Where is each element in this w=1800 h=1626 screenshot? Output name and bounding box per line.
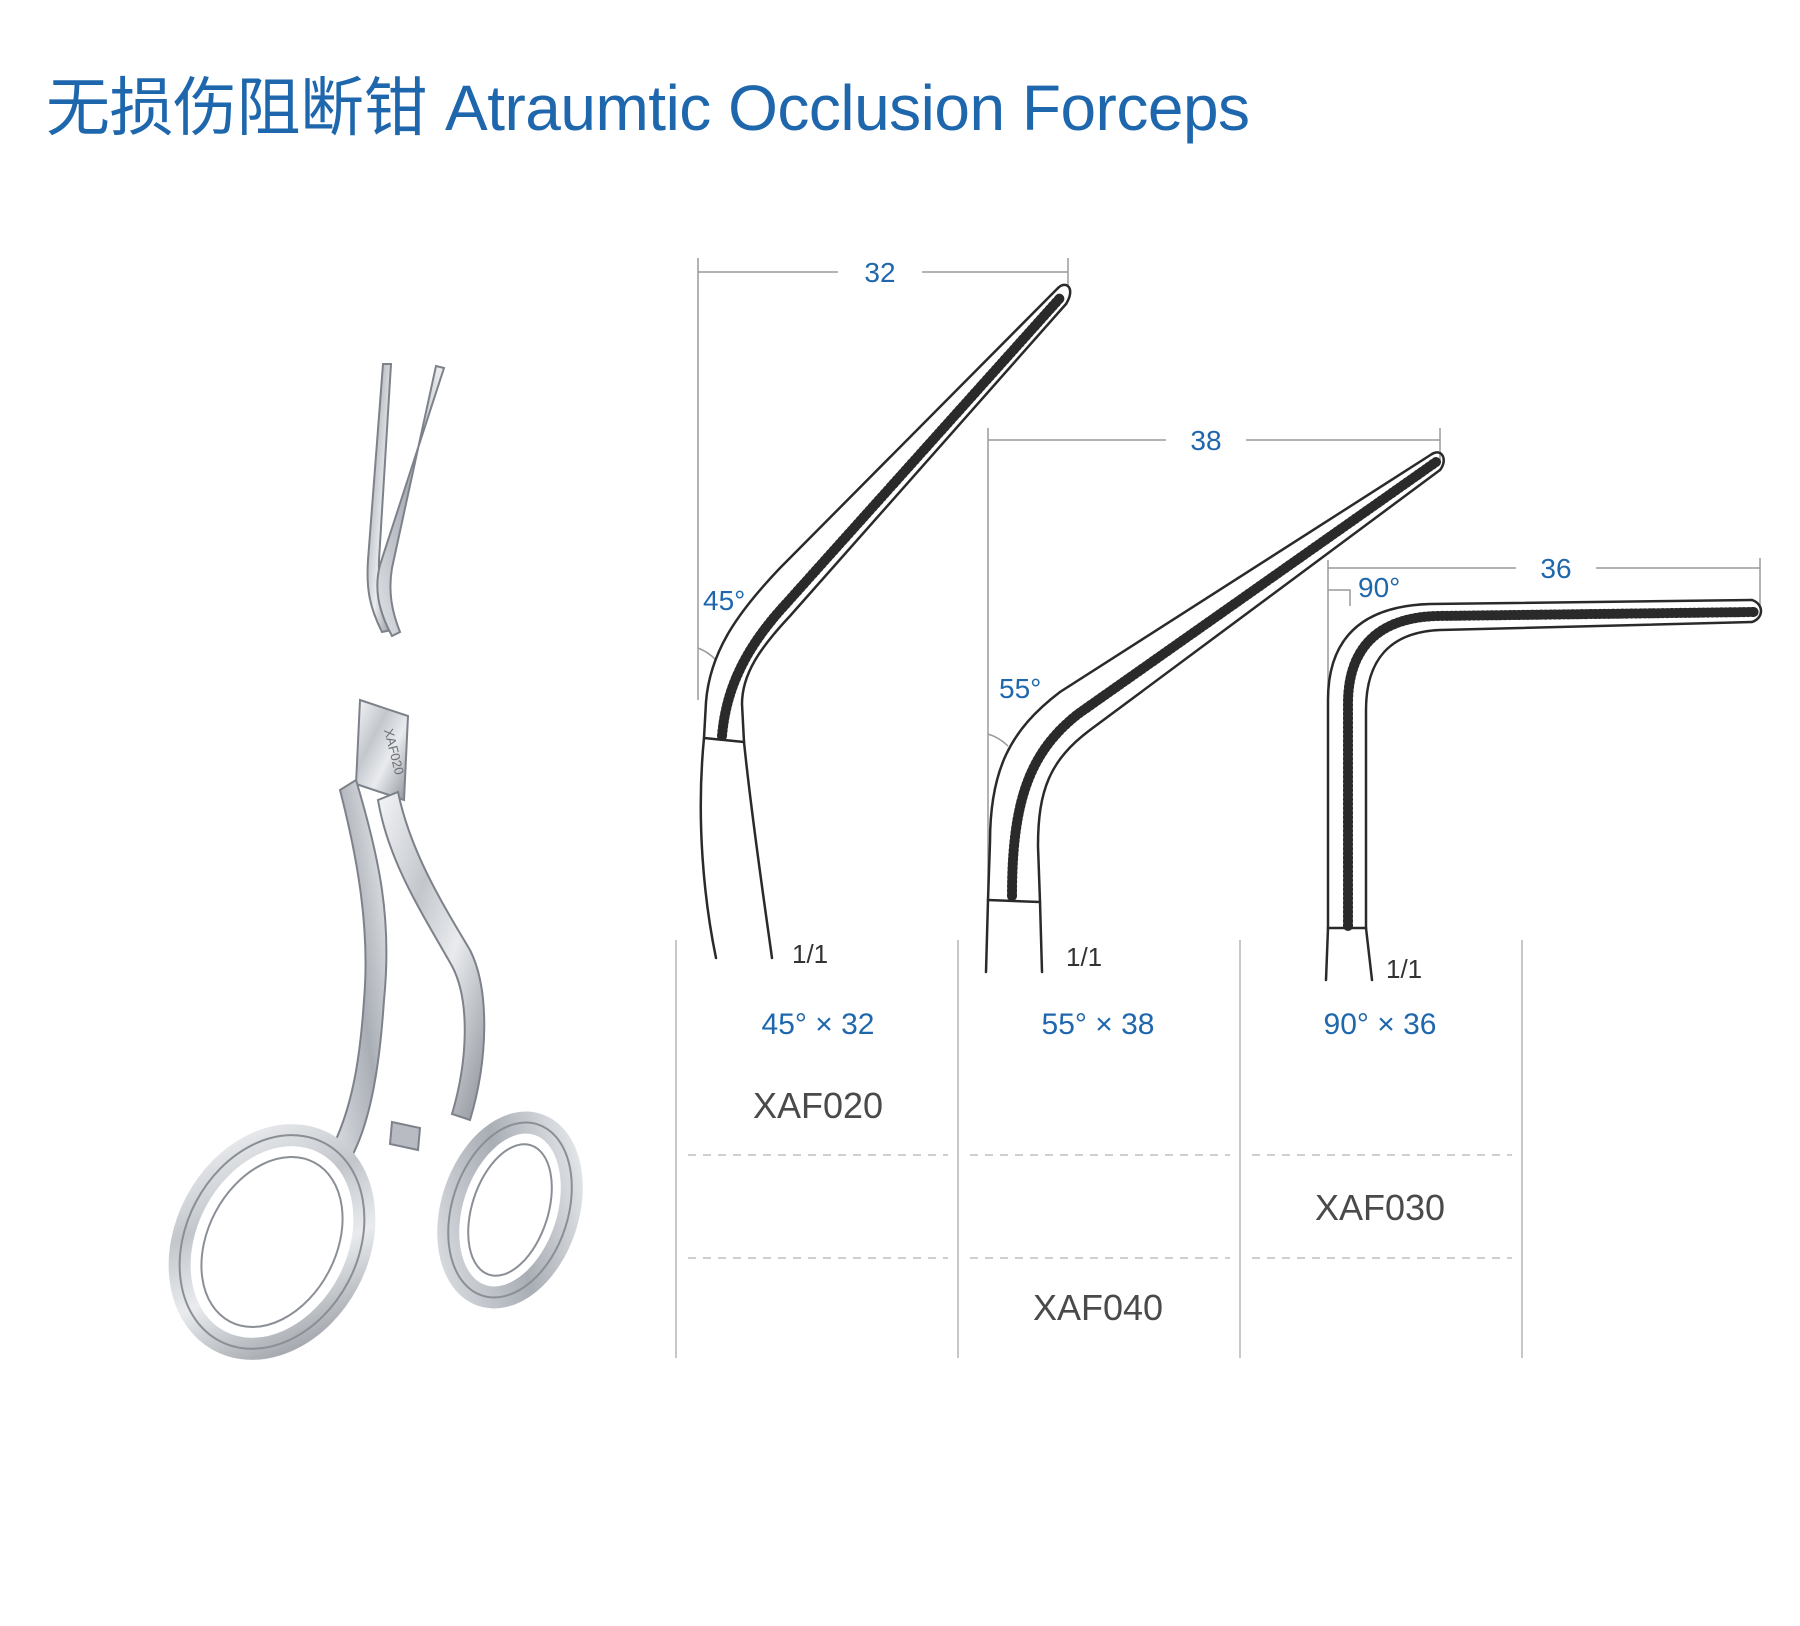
forceps-ring-right [437,1111,583,1309]
jaw-serration-band [717,293,1065,741]
drawing-55x38: 38 55° 1/1 [984,425,1445,974]
code-xaf030: XAF030 [1315,1187,1445,1228]
dimension-label: 32 [864,257,895,288]
angle-label: 90° [1358,572,1400,603]
forceps-shaft-right [376,790,486,1122]
spec-45x32: 45° × 32 [762,1008,875,1041]
title-english: Atraumtic Occlusion Forceps [445,72,1250,144]
forceps-shaft-left [328,778,388,1162]
scale-label: 1/1 [1386,954,1422,984]
forceps-jaw-right [376,364,446,638]
spec-labels: 45° × 32 55° × 38 90° × 36 [762,1008,1437,1041]
jaw-serration-band [1007,457,1441,901]
dimension-label: 38 [1190,425,1221,456]
spec-grid [675,940,1523,1358]
drawing-90x36: 90° 36 1/1 [1324,553,1763,984]
jaw-serration-band [1343,607,1759,931]
spec-55x38: 55° × 38 [1042,1008,1155,1041]
code-xaf040: XAF040 [1033,1287,1163,1328]
spec-90x36: 90° × 36 [1324,1008,1437,1041]
code-xaf020: XAF020 [753,1085,883,1126]
drawing-45x32: 32 45° 1/1 [697,257,1072,969]
forceps-photo: XAF020 [168,363,583,1360]
angle-label: 55° [999,673,1041,704]
handle-outer [699,736,718,960]
handle-inner [742,740,774,960]
forceps-ratchet [388,1120,422,1152]
scale-label: 1/1 [1066,942,1102,972]
jaw-outer-edge [702,286,1060,740]
product-codes: XAF020 XAF030 XAF040 [753,1085,1445,1328]
scale-label: 1/1 [792,939,828,969]
jaw-inner-edge [740,302,1068,744]
dimension-label: 36 [1540,553,1571,584]
angle-label: 45° [703,585,745,616]
forceps-box-joint [354,698,410,802]
title-chinese: 无损伤阻断钳 [46,72,428,144]
